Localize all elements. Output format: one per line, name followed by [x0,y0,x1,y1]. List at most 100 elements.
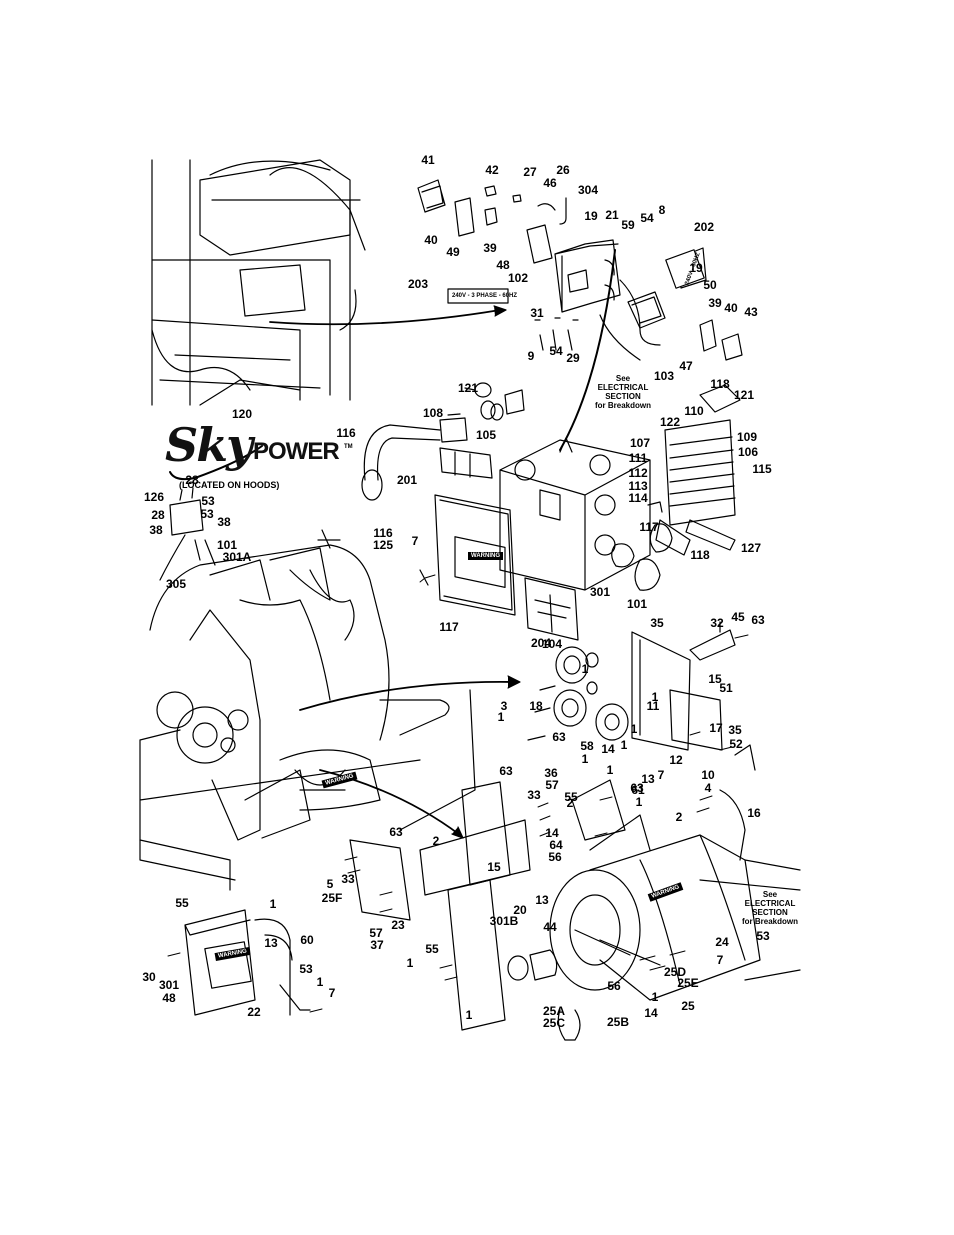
machine-frame-drawing [151,159,366,406]
junction-box-drawing [419,249,651,641]
callout-label: 3 [500,699,508,713]
callout-label: 12 [669,753,683,767]
callout-label: 1 [269,897,277,911]
callout-label: 27 [523,165,537,179]
callout-label: 121 [457,381,479,395]
callout-label: 30 [142,970,156,984]
callout-label: 118 [710,377,730,391]
generator-drawing [507,744,801,1041]
callout-label: 56 [607,979,621,993]
callout-label: 114 [628,491,648,505]
callout-label: 118 [690,548,710,562]
callout-label: 13 [641,772,655,786]
callout-label: 304 [577,183,599,197]
callout-label: 109 [736,430,758,444]
callout-label: 201 [396,473,418,487]
callout-label: 36 [544,766,558,780]
callout-label: 17 [709,721,723,735]
callout-label: 28 [185,473,199,487]
callout-label: 117 [439,620,459,634]
relay-drawing [159,487,216,581]
callout-label: 39 [708,296,722,310]
callout-label: 127 [740,541,762,555]
callout-label: 7 [328,986,336,1000]
callout-label: 48 [496,258,510,272]
callout-label: 25E [677,976,699,990]
callout-label: 18 [529,699,543,713]
leader-arrow [493,305,507,317]
terminal-strip-drawing [647,384,741,526]
callout-label: 40 [424,233,438,247]
callout-label: 1 [581,662,589,676]
callout-label: 7 [716,953,724,967]
callout-label: 25A [542,1004,566,1018]
callout-label: 63 [389,825,403,839]
callout-label: 15 [487,860,501,874]
callout-label: 63 [751,613,765,627]
callout-label: 55 [175,896,189,910]
electrical-section-note-right: See ELECTRICAL SECTION for Breakdown [741,890,799,926]
lower-control-box-drawing [184,909,311,1016]
control-box-drawing [417,179,743,361]
callout-label: 203 [407,277,429,291]
callout-label: 54 [549,344,563,358]
callout-label: 25C [542,1016,566,1030]
leader-arrow [269,309,501,326]
callout-label: 113 [628,479,648,493]
callout-label: 31 [530,306,544,320]
callout-label: 61 [631,783,645,797]
callout-label: 19 [584,209,598,223]
callout-label: 2 [566,796,574,810]
callout-label: 38 [149,523,163,537]
callout-label: 46 [543,176,557,190]
callout-label: 63 [552,730,566,744]
callout-label: 102 [507,271,529,285]
warning-decal-box: WARNING [468,552,503,560]
callout-label: 1 [316,975,324,989]
callout-label: 120 [231,407,253,421]
callout-label: 38 [217,515,231,529]
logo-subtitle: (LOCATED ON HOODS) [179,480,280,490]
callout-label: 20 [513,903,527,917]
callout-label: 52 [729,737,743,751]
callout-label: 2 [432,834,440,848]
callout-label: 117 [639,520,659,534]
logo-swoosh [169,445,263,481]
callout-label: 1 [635,795,643,809]
callout-label: 301 [589,585,611,599]
callout-label: 11 [646,699,660,713]
callout-label: 29 [566,351,580,365]
callout-label: 106 [737,445,759,459]
callout-label: 63 [630,781,644,795]
callout-label: 1 [606,763,614,777]
callout-label: 204 [530,636,552,650]
logo-power-text: POWER [253,438,340,465]
callout-label: 37 [370,938,384,952]
callout-label: 125 [372,538,394,552]
leader-arrow [507,675,521,689]
callout-label: 47 [679,359,693,373]
callout-label: 5 [326,877,334,891]
electrical-section-note-top: See ELECTRICAL SECTION for Breakdown [594,374,652,410]
callout-label: 1 [620,738,628,752]
callout-label: 121 [733,388,755,402]
hz-label-decal [665,249,705,289]
callout-label: 59 [621,218,635,232]
callout-label: 40 [724,301,738,315]
callout-label: 25D [663,965,687,979]
callout-label: 23 [391,918,405,932]
callout-label: 301B [489,914,519,928]
callout-label: 25F [321,891,343,905]
callout-label: 63 [499,764,513,778]
phase-label-text: 240V - 3 PHASE - 60HZ [452,293,518,299]
callout-label: 14 [644,1006,658,1020]
callout-label: 55 [564,790,578,804]
callout-label: 25 [681,999,695,1013]
callout-label: 50 [703,278,717,292]
callout-label: 53 [200,507,214,521]
callout-label: 60 [300,933,314,947]
callout-label: 103 [653,369,675,383]
logo-trademark: TM [344,444,353,450]
